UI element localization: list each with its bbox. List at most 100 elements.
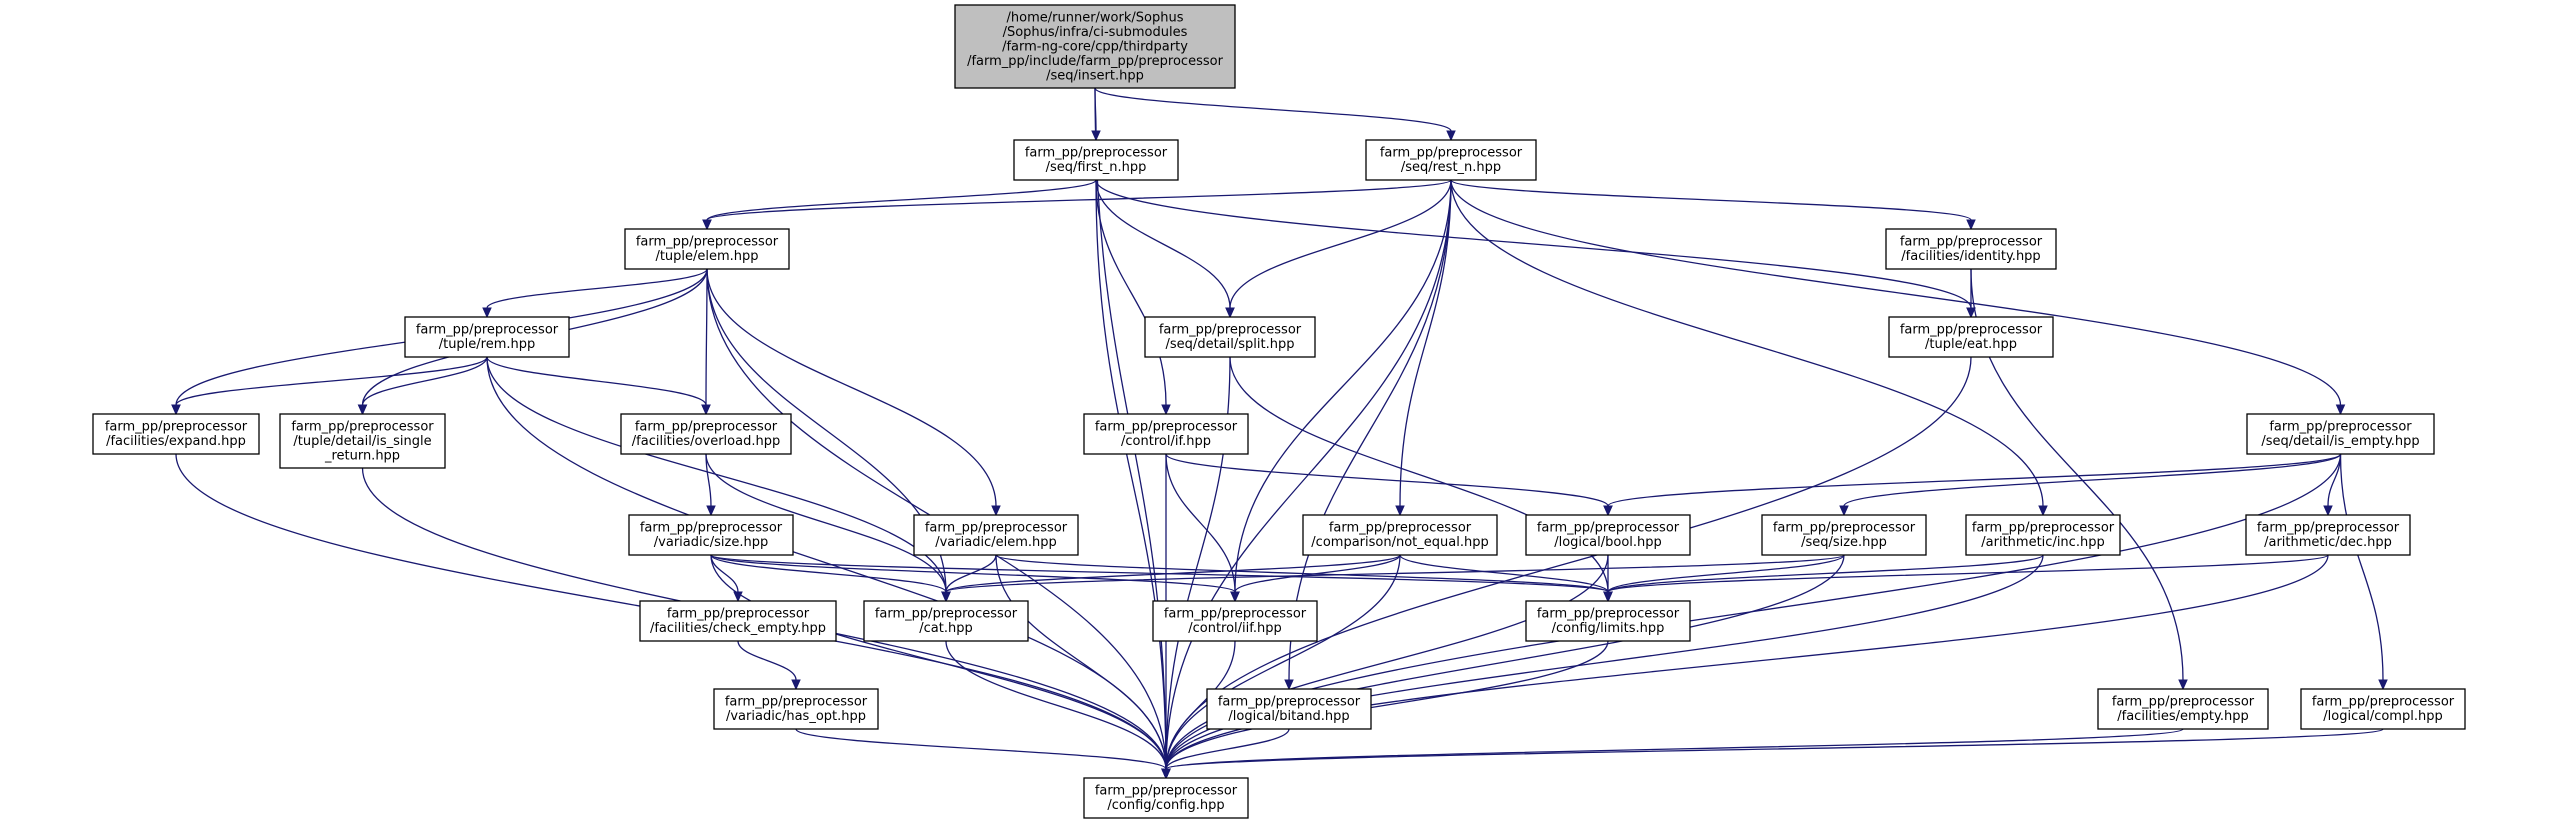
edge-tuple_elem-to-variadic_elem	[706, 268, 1001, 517]
node-label-line: farm_pp/preprocessor	[636, 235, 779, 250]
node-label-line: /seq/insert.hpp	[1046, 68, 1144, 83]
node-insert: /home/runner/work/Sophus/Sophus/infra/ci…	[954, 4, 1236, 89]
node-seq-size[interactable]: farm_pp/preprocessor/seq/size.hpp	[1761, 514, 1927, 556]
edge-is_empty-to-dec	[2323, 453, 2342, 517]
node-label-line: /facilities/overload.hpp	[632, 434, 780, 449]
edge-is_empty-to-compl	[2339, 453, 2388, 691]
node-eat[interactable]: farm_pp/preprocessor/tuple/eat.hpp	[1888, 316, 2054, 358]
edge-is_empty-to-seq_size	[1839, 453, 2342, 517]
node-split[interactable]: farm_pp/preprocessor/seq/detail/split.hp…	[1144, 316, 1316, 358]
node-label-line: /control/if.hpp	[1121, 434, 1211, 449]
edge-variadic_size-to-config	[710, 554, 1171, 780]
node-cat[interactable]: farm_pp/preprocessor/cat.hpp	[863, 600, 1029, 642]
node-label-line: farm_pp/preprocessor	[2312, 695, 2455, 710]
edge-tuple_elem-to-rem	[482, 268, 708, 319]
node-label-line: farm_pp/preprocessor	[640, 521, 783, 536]
node-label-line: /farm_pp/include/farm_pp/preprocessor	[967, 54, 1223, 69]
node-label-line: /tuple/elem.hpp	[655, 249, 758, 264]
node-label-line: farm_pp/preprocessor	[416, 323, 559, 338]
edge-first_n-to-config	[1095, 179, 1171, 780]
node-is-empty[interactable]: farm_pp/preprocessor/seq/detail/is_empty…	[2246, 413, 2435, 455]
node-check-empty[interactable]: farm_pp/preprocessor/facilities/check_em…	[639, 600, 837, 642]
node-compl[interactable]: farm_pp/preprocessor/logical/compl.hpp	[2300, 688, 2466, 730]
node-label-line: farm_pp/preprocessor	[2257, 521, 2400, 536]
node-limits[interactable]: farm_pp/preprocessor/config/limits.hpp	[1525, 600, 1691, 642]
edge-rest_n-to-inc	[1450, 179, 2048, 517]
node-label-line: /control/iif.hpp	[1188, 621, 1282, 636]
node-empty[interactable]: farm_pp/preprocessor/facilities/empty.hp…	[2097, 688, 2269, 730]
edge-variadic_elem-to-cat	[941, 554, 997, 603]
node-label-line: farm_pp/preprocessor	[1218, 695, 1361, 710]
node-label-line: /facilities/expand.hpp	[106, 434, 246, 449]
node-bitand[interactable]: farm_pp/preprocessor/logical/bitand.hpp	[1206, 688, 1372, 730]
node-label-line: /config/limits.hpp	[1552, 621, 1665, 636]
node-tuple-elem[interactable]: farm_pp/preprocessor/tuple/elem.hpp	[624, 228, 790, 270]
edge-seq_size-to-cat	[941, 554, 1845, 603]
node-label-line: farm_pp/preprocessor	[1900, 235, 2043, 250]
node-label-line: /seq/rest_n.hpp	[1401, 160, 1501, 175]
edge-rest_n-to-split	[1225, 179, 1452, 319]
node-label-line: farm_pp/preprocessor	[1773, 521, 1916, 536]
edge-bitand-to-config	[1161, 728, 1290, 780]
node-label-line: farm_pp/preprocessor	[667, 607, 810, 622]
node-label-line: /variadic/has_opt.hpp	[726, 709, 866, 724]
edge-cat-to-config	[945, 640, 1171, 780]
edge-rest_n-to-not_equal	[1395, 179, 1452, 517]
node-label-line: /farm-ng-core/cpp/thirdparty	[1002, 39, 1188, 54]
node-label-line: /home/runner/work/Sophus	[1007, 10, 1184, 25]
node-label-line: farm_pp/preprocessor	[1164, 607, 1307, 622]
edge-rest_n-to-is_empty	[1450, 179, 2346, 416]
edge-check_empty-to-has_opt	[737, 640, 801, 691]
edge-first_n-to-if	[1095, 179, 1171, 416]
node-variadic-size[interactable]: farm_pp/preprocessor/variadic/size.hpp	[628, 514, 794, 556]
node-variadic-elem[interactable]: farm_pp/preprocessor/variadic/elem.hpp	[913, 514, 1079, 556]
node-bool[interactable]: farm_pp/preprocessor/logical/bool.hpp	[1525, 514, 1691, 556]
node-label-line: /tuple/detail/is_single	[293, 434, 431, 449]
node-if[interactable]: farm_pp/preprocessor/control/if.hpp	[1083, 413, 1249, 455]
edge-empty-to-config	[1161, 728, 2184, 780]
edge-rem-to-expand	[171, 356, 488, 416]
node-is-single-return[interactable]: farm_pp/preprocessor/tuple/detail/is_sin…	[279, 413, 446, 469]
node-label-line: farm_pp/preprocessor	[1537, 607, 1680, 622]
node-overload[interactable]: farm_pp/preprocessor/facilities/overload…	[620, 413, 792, 455]
node-inc[interactable]: farm_pp/preprocessor/arithmetic/inc.hpp	[1965, 514, 2121, 556]
node-label-line: /seq/detail/is_empty.hpp	[2261, 434, 2419, 449]
node-label-line: farm_pp/preprocessor	[2269, 420, 2412, 435]
node-config[interactable]: farm_pp/preprocessor/config/config.hpp	[1083, 777, 1249, 819]
node-label-line: /seq/first_n.hpp	[1046, 160, 1147, 175]
edge-variadic_size-to-limits	[710, 554, 1613, 603]
node-not-equal[interactable]: farm_pp/preprocessor/comparison/not_equa…	[1302, 514, 1498, 556]
node-label-line: /logical/bitand.hpp	[1228, 709, 1349, 724]
edge-if-to-bool	[1165, 453, 1613, 517]
node-iif[interactable]: farm_pp/preprocessor/control/iif.hpp	[1152, 600, 1318, 642]
edge-rest_n-to-identity	[1450, 179, 1976, 231]
edge-rem-to-overload	[486, 356, 711, 416]
edges-layer	[171, 87, 2388, 780]
node-label-line: farm_pp/preprocessor	[105, 420, 248, 435]
edge-variadic_elem-to-config	[995, 554, 1171, 780]
node-label-line: farm_pp/preprocessor	[1380, 146, 1523, 161]
edge-insert-to-rest_n	[1094, 87, 1456, 142]
node-dec[interactable]: farm_pp/preprocessor/arithmetic/dec.hpp	[2245, 514, 2411, 556]
node-first-n[interactable]: farm_pp/preprocessor/seq/first_n.hpp	[1013, 139, 1179, 181]
node-label-line: /tuple/eat.hpp	[1925, 337, 2017, 352]
node-label-line: farm_pp/preprocessor	[291, 419, 434, 434]
edge-rest_n-to-bitand	[1284, 179, 1452, 691]
node-label-line: farm_pp/preprocessor	[925, 521, 1068, 536]
edge-dec-to-config	[1161, 554, 2329, 780]
node-label-line: /logical/compl.hpp	[2323, 709, 2442, 724]
node-label-line: /seq/size.hpp	[1801, 535, 1887, 550]
edge-has_opt-to-config	[795, 728, 1171, 780]
node-identity[interactable]: farm_pp/preprocessor/facilities/identity…	[1885, 228, 2057, 270]
node-rem[interactable]: farm_pp/preprocessor/tuple/rem.hpp	[404, 316, 570, 358]
node-has-opt[interactable]: farm_pp/preprocessor/variadic/has_opt.hp…	[713, 688, 879, 730]
node-rest-n[interactable]: farm_pp/preprocessor/seq/rest_n.hpp	[1365, 139, 1537, 181]
node-label-line: /facilities/identity.hpp	[1901, 249, 2040, 264]
node-label-line: farm_pp/preprocessor	[1900, 323, 2043, 338]
node-label-line: /comparison/not_equal.hpp	[1311, 535, 1488, 550]
node-expand[interactable]: farm_pp/preprocessor/facilities/expand.h…	[92, 413, 260, 455]
node-label-line: farm_pp/preprocessor	[1025, 146, 1168, 161]
edge-rem-to-cat	[486, 356, 951, 603]
node-label-line: /config/config.hpp	[1107, 798, 1224, 813]
node-label-line: /Sophus/infra/ci-submodules	[1003, 25, 1188, 40]
